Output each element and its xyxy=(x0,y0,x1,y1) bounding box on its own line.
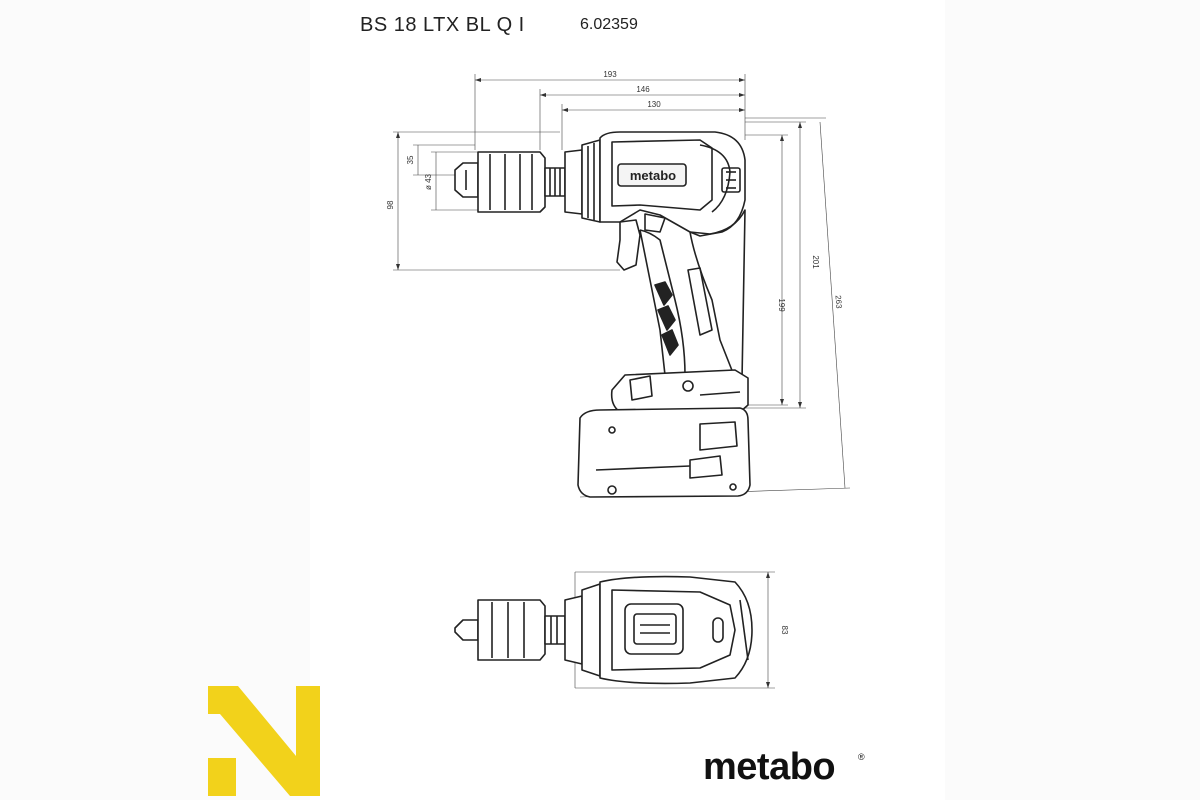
article-number: 6.02359 xyxy=(580,16,638,33)
dimension-arrows xyxy=(396,78,802,688)
drill-top-view xyxy=(454,575,753,685)
corner-logo xyxy=(208,686,320,796)
dim-length-mid: 146 xyxy=(636,85,650,94)
dim-width-top: 83 xyxy=(780,626,789,635)
registered-mark: ® xyxy=(858,752,865,762)
model-name: BS 18 LTX BL Q I xyxy=(360,13,525,36)
left-background-band xyxy=(0,0,310,800)
dim-front-height: 98 xyxy=(386,200,395,209)
dim-handle-height: 199 xyxy=(777,298,786,312)
dim-chuck-offset: 35 xyxy=(406,155,415,164)
dim-height-no-battery: 201 xyxy=(811,255,820,269)
tool-brand-label: metabo xyxy=(630,168,676,183)
title-row: BS 18 LTX BL Q I 6.02359 xyxy=(360,10,638,40)
right-background-band xyxy=(945,0,1200,800)
drill-side-view xyxy=(454,131,751,498)
brand-wordmark: metabo xyxy=(703,746,836,788)
dimension-labels: 193 146 130 98 35 ø 43 199 201 263 83 xyxy=(386,70,843,635)
dim-height-total: 263 xyxy=(834,295,844,309)
dim-length-body: 130 xyxy=(647,100,661,109)
dim-chuck-diameter: ø 43 xyxy=(424,173,433,190)
dim-length-total: 193 xyxy=(603,70,617,79)
